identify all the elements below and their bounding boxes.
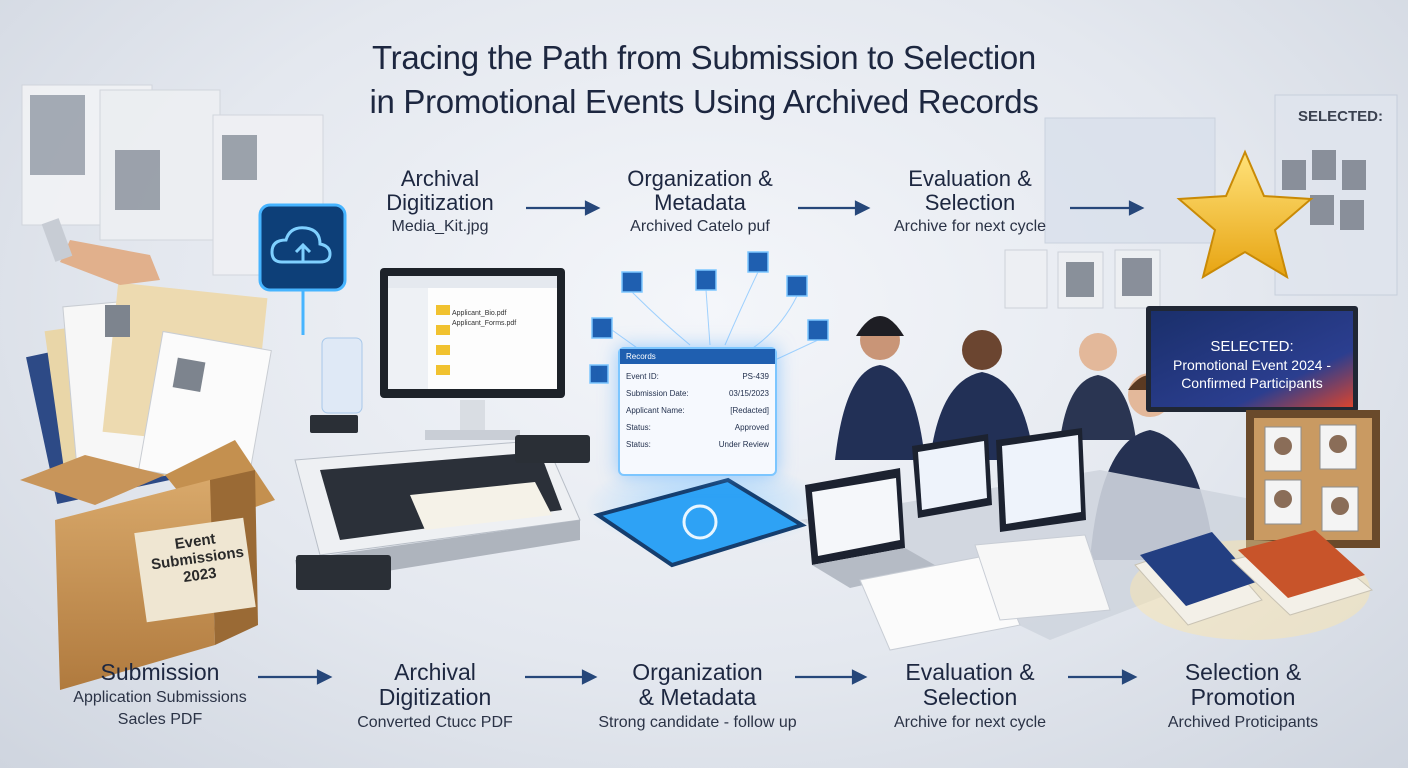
step-title-line: Digitization [386, 190, 494, 215]
submission-box [20, 440, 275, 690]
record-card-header: Records [620, 349, 775, 364]
record-label: Applicant Name: [626, 406, 685, 415]
record-label: Submission Date: [626, 389, 689, 398]
hand [60, 240, 160, 285]
record-card: Records Event ID: PS-439 Submission Date… [618, 347, 777, 476]
record-value: Under Review [718, 440, 769, 449]
step-subtitle-line: Strong candidate - follow up [598, 714, 797, 731]
step-title-line: Selection [924, 190, 1016, 215]
top-step-evaluation-selection: Evaluation & Selection Archive for next … [880, 167, 1060, 237]
step-subtitle: Archive for next cycle [893, 218, 1047, 235]
step-subtitle: Media_Kit.jpg [391, 218, 489, 235]
monitor-file-list: Applicant_Bio.pdf Applicant_Forms.pdf [452, 309, 516, 329]
metadata-cubes [589, 251, 829, 384]
record-row: Status: Approved [626, 419, 769, 436]
step-title-line: Evaluation & [908, 166, 1032, 191]
selection-screen-text: SELECTED: Promotional Event 2024 - Confi… [1151, 338, 1353, 392]
file-name: Applicant_Forms.pdf [452, 320, 517, 327]
title-line-1: Tracing the Path from Submission to Sele… [372, 39, 1036, 76]
file-name: Applicant_Bio.pdf [452, 310, 507, 317]
diagram-title: Tracing the Path from Submission to Sele… [0, 36, 1408, 124]
record-row: Applicant Name: [Redacted] [626, 402, 769, 419]
step-title-line: Metadata [654, 190, 746, 215]
screen-line: SELECTED: [1210, 338, 1294, 355]
step-title-line: Organization [632, 659, 763, 685]
record-label: Status: [626, 440, 651, 449]
bottom-step-evaluation-selection: Evaluation & Selection Archive for next … [875, 660, 1065, 734]
step-title-line: Digitization [378, 684, 492, 710]
record-value: PS-439 [742, 372, 769, 381]
bottom-step-selection-promotion: Selection & Promotion Archived Proticipa… [1148, 660, 1338, 734]
record-value: Approved [734, 423, 769, 432]
title-line-2: in Promotional Events Using Archived Rec… [369, 83, 1039, 120]
step-title-line: & Metadata [638, 684, 757, 710]
top-step-archival-digitization: Archival Digitization Media_Kit.jpg [360, 167, 520, 237]
step-subtitle-line: Archived Proticipants [1167, 714, 1319, 731]
step-title-line: Selection [922, 684, 1018, 710]
bottom-step-archival-digitization: Archival Digitization Converted Ctucc PD… [340, 660, 530, 734]
star-icon [1176, 149, 1314, 280]
laptops [805, 428, 1086, 588]
step-title-line: Archival [394, 659, 476, 685]
top-step-organization-metadata: Organization & Metadata Archived Catelo … [605, 167, 795, 237]
screen-line: Promotional Event 2024 - [1173, 357, 1331, 373]
arrow-right-icon [258, 200, 1145, 685]
record-row: Event ID: PS-439 [626, 368, 769, 385]
tablet [593, 477, 807, 568]
step-title-line: Archival [400, 166, 480, 191]
step-title-line: Evaluation & [905, 659, 1035, 685]
record-value: [Redacted] [730, 406, 769, 415]
step-subtitle: Archived Catelo puf [630, 218, 770, 235]
step-title-line: Promotion [1190, 684, 1296, 710]
step-title-line: Submission [100, 659, 220, 685]
record-row: Submission Date: 03/15/2023 [626, 385, 769, 402]
bottom-step-submission: Submission Application Submissions Sacle… [60, 660, 260, 731]
screen-line: Confirmed Participants [1181, 375, 1323, 391]
step-subtitle-line: Sacles PDF [117, 711, 203, 728]
record-label: Status: [626, 423, 651, 432]
scanner [294, 415, 590, 590]
poster-selected-label: SELECTED: [1298, 108, 1384, 125]
step-title-line: Selection & [1184, 659, 1302, 685]
background-profile-documents [21, 84, 324, 276]
step-title-line: Organization & [627, 166, 773, 191]
bottom-step-organization-metadata: Organization & Metadata Strong candidate… [585, 660, 810, 734]
step-subtitle-line: Application Submissions [73, 689, 247, 706]
record-value: 03/15/2023 [728, 389, 769, 398]
step-subtitle-line: Converted Ctucc PDF [357, 714, 513, 731]
record-row: Status: Under Review [626, 436, 769, 453]
step-subtitle-line: Archive for next cycle [893, 714, 1047, 731]
desktop-monitor [380, 268, 565, 440]
record-label: Event ID: [626, 372, 659, 381]
submission-papers [26, 282, 272, 504]
